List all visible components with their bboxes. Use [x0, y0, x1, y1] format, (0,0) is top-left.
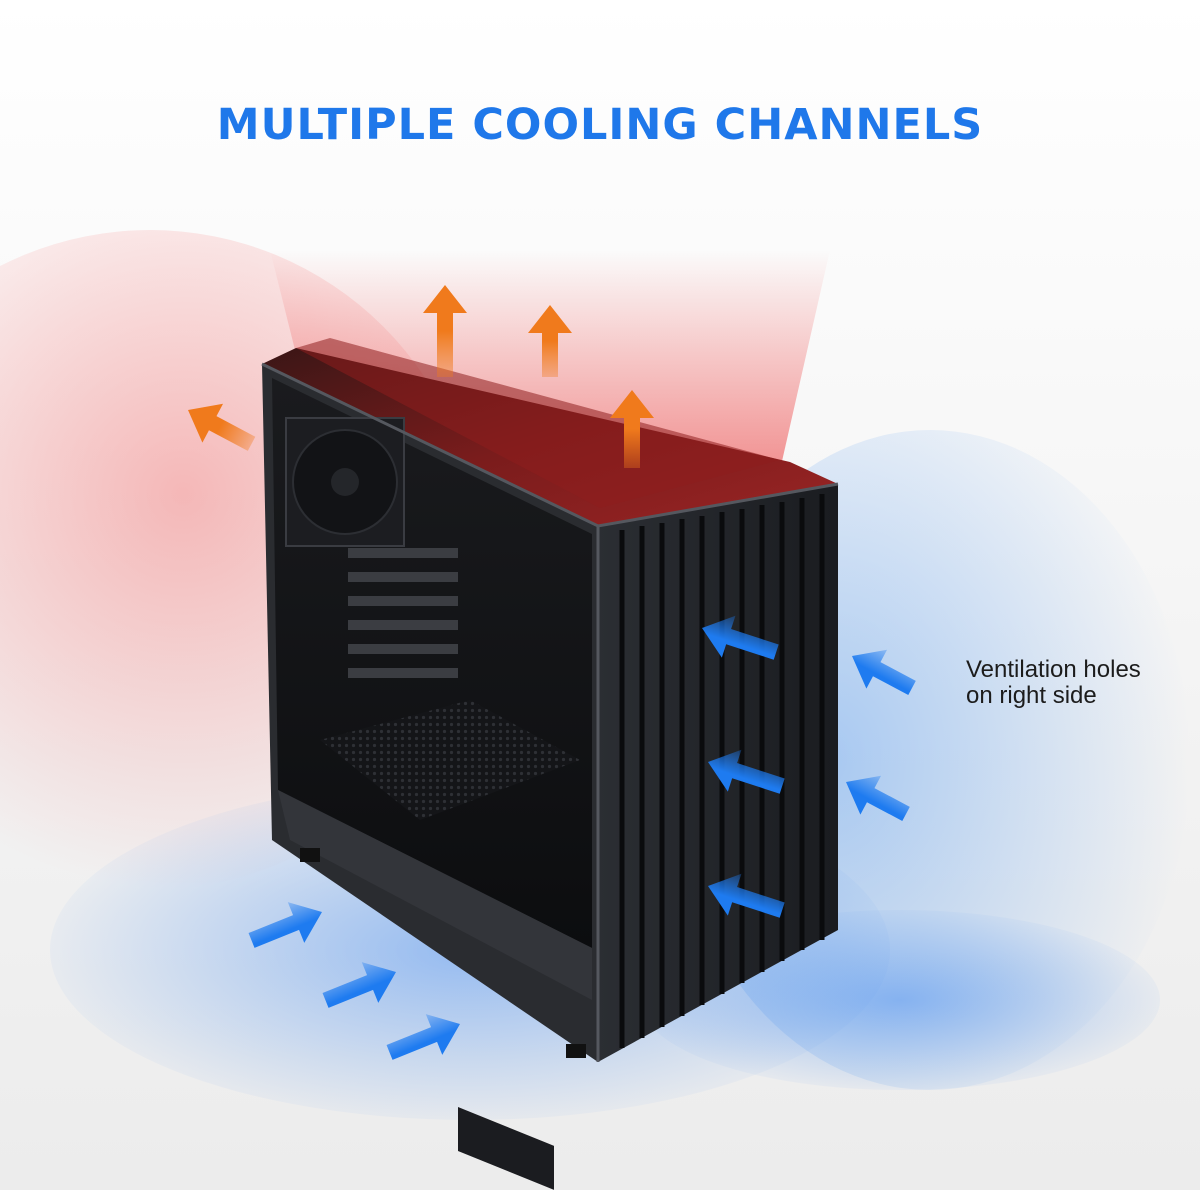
- arrow-up-icon: [610, 390, 654, 468]
- exhaust-arrows: [188, 285, 654, 468]
- pc-case: [261, 338, 839, 1190]
- rear-fan: [285, 417, 405, 547]
- psu-shroud-mesh: [320, 700, 580, 820]
- pci-slots: [348, 548, 458, 678]
- arrow-diagonal-icon: [386, 1014, 460, 1060]
- arrow-up-icon: [423, 285, 467, 377]
- arrow-diagonal-icon: [702, 615, 779, 660]
- arrow-diagonal-icon: [248, 902, 322, 948]
- arrow-up-icon: [528, 305, 572, 377]
- arrow-diagonal-icon: [708, 873, 785, 918]
- ventilation-caption: Ventilation holes on right side: [966, 656, 1141, 709]
- arrow-diagonal-icon: [708, 749, 785, 794]
- intake-arrows: [248, 615, 916, 1060]
- arrow-diagonal-icon: [852, 649, 916, 695]
- front-io-panel: [458, 1107, 554, 1190]
- arrow-diagonal-icon: [188, 403, 256, 451]
- headline: MULTIPLE COOLING CHANNELS: [216, 100, 984, 150]
- arrow-diagonal-icon: [846, 775, 910, 821]
- arrow-diagonal-icon: [322, 962, 396, 1008]
